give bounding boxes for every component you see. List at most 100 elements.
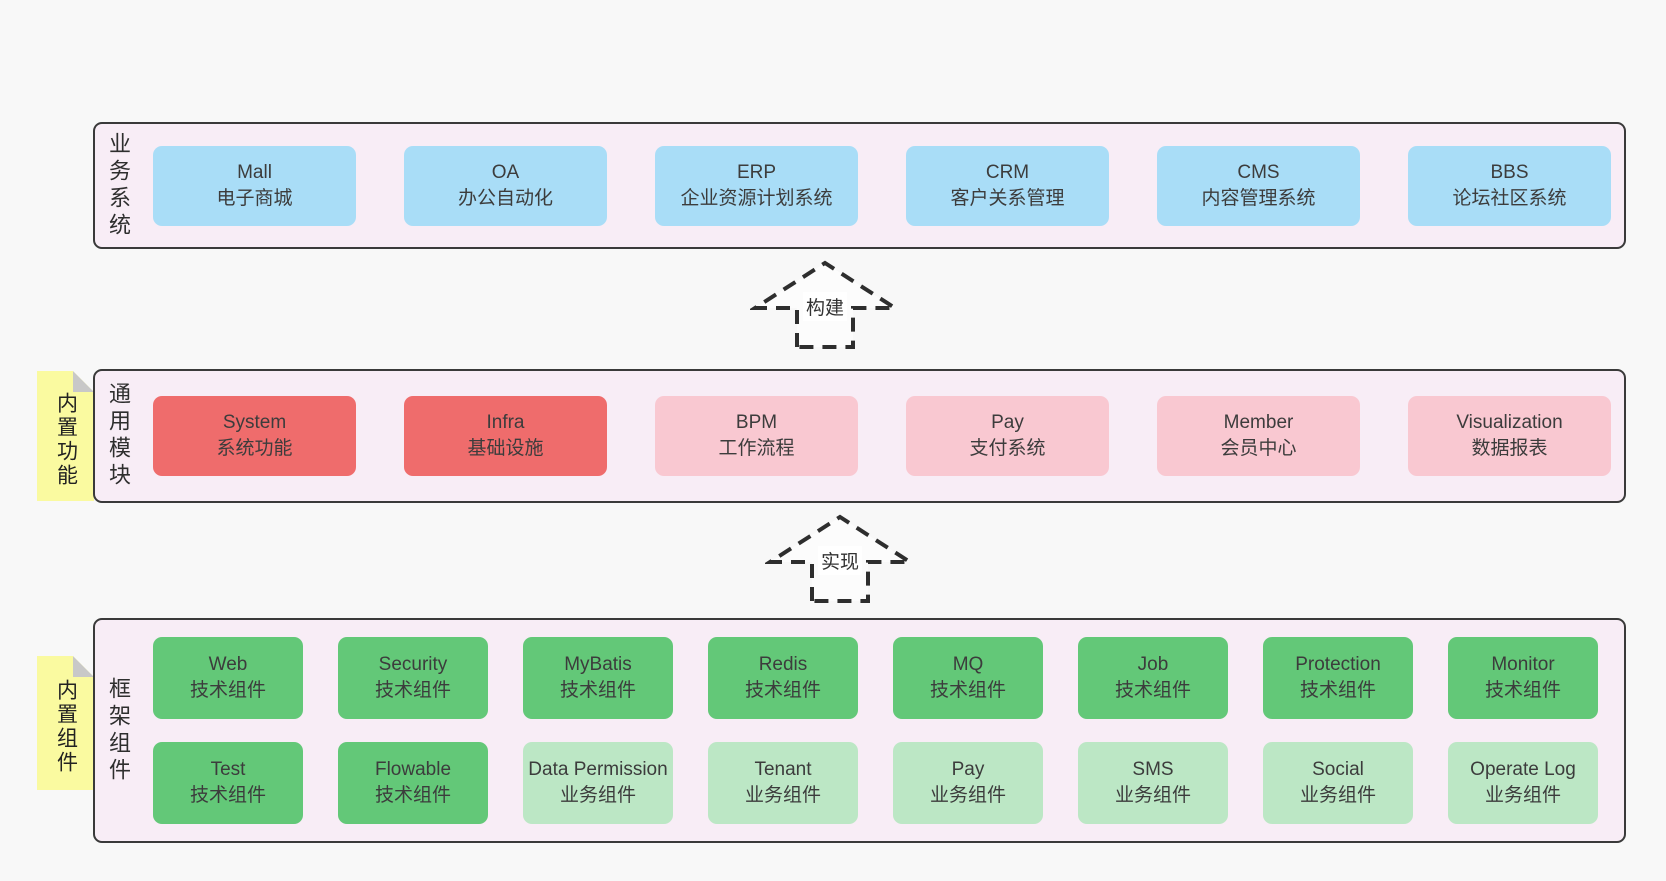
box-subtitle: 论坛社区系统 bbox=[1452, 187, 1567, 209]
sticky-built-in-features: 内置功能 bbox=[37, 371, 94, 501]
box-sms: SMS 业务组件 bbox=[1078, 742, 1228, 824]
box-title: System bbox=[222, 412, 287, 433]
box-subtitle: 业务组件 bbox=[1114, 785, 1191, 806]
box-web: Web 技术组件 bbox=[153, 637, 303, 719]
box-subtitle: 系统功能 bbox=[216, 438, 293, 459]
band-common-modules: 通用模块 System 系统功能 Infra 基础设施 BPM 工作流程 Pay… bbox=[93, 369, 1626, 503]
box-title: OA bbox=[491, 161, 520, 183]
box-tenant: Tenant 业务组件 bbox=[708, 742, 858, 824]
box-data-permission: Data Permission 业务组件 bbox=[523, 742, 673, 824]
sticky-label: 内置组件 bbox=[54, 679, 78, 775]
box-subtitle: 会员中心 bbox=[1220, 438, 1297, 459]
box-protection: Protection 技术组件 bbox=[1263, 637, 1413, 719]
box-subtitle: 业务组件 bbox=[559, 785, 636, 806]
box-system: System 系统功能 bbox=[153, 396, 356, 476]
band-framework-components: 框架组件 Web 技术组件 Security 技术组件 MyBatis 技术组件… bbox=[93, 618, 1626, 843]
framework-components-grid: Web 技术组件 Security 技术组件 MyBatis 技术组件 Redi… bbox=[153, 620, 1598, 841]
arrow-implement: 实现 bbox=[765, 510, 915, 605]
box-title: Web bbox=[208, 654, 248, 675]
common-modules-box-row: System 系统功能 Infra 基础设施 BPM 工作流程 Pay 支付系统… bbox=[153, 371, 1611, 501]
arrow-implement-label: 实现 bbox=[817, 546, 863, 575]
box-subtitle: 技术组件 bbox=[929, 680, 1006, 701]
box-erp: ERP 企业资源计划系统 bbox=[655, 145, 858, 226]
arrow-build: 构建 bbox=[750, 256, 900, 351]
box-title: Flowable bbox=[374, 759, 452, 780]
box-title: Social bbox=[1312, 759, 1364, 780]
box-subtitle: 技术组件 bbox=[559, 680, 636, 701]
box-job: Job 技术组件 bbox=[1078, 637, 1228, 719]
box-subtitle: 企业资源计划系统 bbox=[680, 187, 833, 209]
box-subtitle: 技术组件 bbox=[1114, 680, 1191, 701]
box-subtitle: 技术组件 bbox=[1299, 680, 1376, 701]
box-subtitle: 基础设施 bbox=[467, 438, 544, 459]
box-title: CRM bbox=[985, 161, 1030, 183]
box-title: Tenant bbox=[754, 759, 812, 780]
box-mybatis: MyBatis 技术组件 bbox=[523, 637, 673, 719]
box-subtitle: 技术组件 bbox=[189, 785, 266, 806]
box-subtitle: 技术组件 bbox=[189, 680, 266, 701]
box-subtitle: 业务组件 bbox=[744, 785, 821, 806]
box-title: BBS bbox=[1490, 161, 1529, 183]
box-subtitle: 技术组件 bbox=[374, 680, 451, 701]
business-systems-box-row: Mall 电子商城 OA 办公自动化 ERP 企业资源计划系统 CRM 客户关系… bbox=[153, 124, 1611, 247]
sticky-fold-corner-icon bbox=[73, 656, 94, 677]
framework-components-row-2: Test 技术组件 Flowable 技术组件 Data Permission … bbox=[153, 742, 1598, 824]
band-label-framework-components: 框架组件 bbox=[106, 676, 131, 785]
band-label-business-systems: 业务系统 bbox=[106, 131, 131, 240]
box-title: Job bbox=[1137, 654, 1169, 675]
box-operate-log: Operate Log 业务组件 bbox=[1448, 742, 1598, 824]
box-title: MyBatis bbox=[564, 654, 632, 675]
band-label-common-modules: 通用模块 bbox=[106, 382, 131, 490]
box-title: Operate Log bbox=[1470, 759, 1576, 780]
box-title: MQ bbox=[952, 654, 984, 675]
box-subtitle: 技术组件 bbox=[1484, 680, 1561, 701]
box-subtitle: 业务组件 bbox=[929, 785, 1006, 806]
box-title: Member bbox=[1223, 412, 1294, 433]
box-title: Pay bbox=[991, 412, 1024, 433]
box-subtitle: 技术组件 bbox=[374, 785, 451, 806]
box-infra: Infra 基础设施 bbox=[404, 396, 607, 476]
box-title: SMS bbox=[1132, 759, 1174, 780]
box-subtitle: 内容管理系统 bbox=[1201, 187, 1316, 209]
box-mall: Mall 电子商城 bbox=[153, 145, 356, 226]
box-subtitle: 数据报表 bbox=[1471, 438, 1548, 459]
box-subtitle: 客户关系管理 bbox=[950, 187, 1065, 209]
box-subtitle: 技术组件 bbox=[744, 680, 821, 701]
box-social: Social 业务组件 bbox=[1263, 742, 1413, 824]
box-flowable: Flowable 技术组件 bbox=[338, 742, 488, 824]
box-title: Infra bbox=[486, 412, 525, 433]
box-visualization: Visualization 数据报表 bbox=[1408, 396, 1611, 476]
box-title: Test bbox=[210, 759, 246, 780]
box-title: Security bbox=[378, 654, 448, 675]
box-bpm: BPM 工作流程 bbox=[655, 396, 858, 476]
box-title: Monitor bbox=[1491, 654, 1555, 675]
box-test: Test 技术组件 bbox=[153, 742, 303, 824]
box-title: Redis bbox=[758, 654, 808, 675]
sticky-label: 内置功能 bbox=[54, 392, 78, 488]
box-monitor: Monitor 技术组件 bbox=[1448, 637, 1598, 719]
box-subtitle: 支付系统 bbox=[969, 438, 1046, 459]
box-security: Security 技术组件 bbox=[338, 637, 488, 719]
box-redis: Redis 技术组件 bbox=[708, 637, 858, 719]
box-title: BPM bbox=[735, 412, 778, 433]
box-pay-module: Pay 支付系统 bbox=[906, 396, 1109, 476]
box-oa: OA 办公自动化 bbox=[404, 145, 607, 226]
box-title: Pay bbox=[951, 759, 985, 780]
box-title: Visualization bbox=[1456, 412, 1563, 433]
box-title: Mall bbox=[237, 161, 272, 183]
box-cms: CMS 内容管理系统 bbox=[1157, 145, 1360, 226]
box-subtitle: 办公自动化 bbox=[457, 187, 553, 209]
box-crm: CRM 客户关系管理 bbox=[906, 145, 1109, 226]
box-pay-component: Pay 业务组件 bbox=[893, 742, 1043, 824]
box-mq: MQ 技术组件 bbox=[893, 637, 1043, 719]
arrow-build-label: 构建 bbox=[802, 292, 848, 321]
box-subtitle: 工作流程 bbox=[718, 438, 795, 459]
box-subtitle: 业务组件 bbox=[1299, 785, 1376, 806]
box-title: Data Permission bbox=[528, 759, 668, 780]
box-subtitle: 电子商城 bbox=[216, 187, 293, 209]
box-member: Member 会员中心 bbox=[1157, 396, 1360, 476]
box-bbs: BBS 论坛社区系统 bbox=[1408, 145, 1611, 226]
box-title: ERP bbox=[736, 161, 777, 183]
sticky-fold-corner-icon bbox=[73, 371, 94, 392]
